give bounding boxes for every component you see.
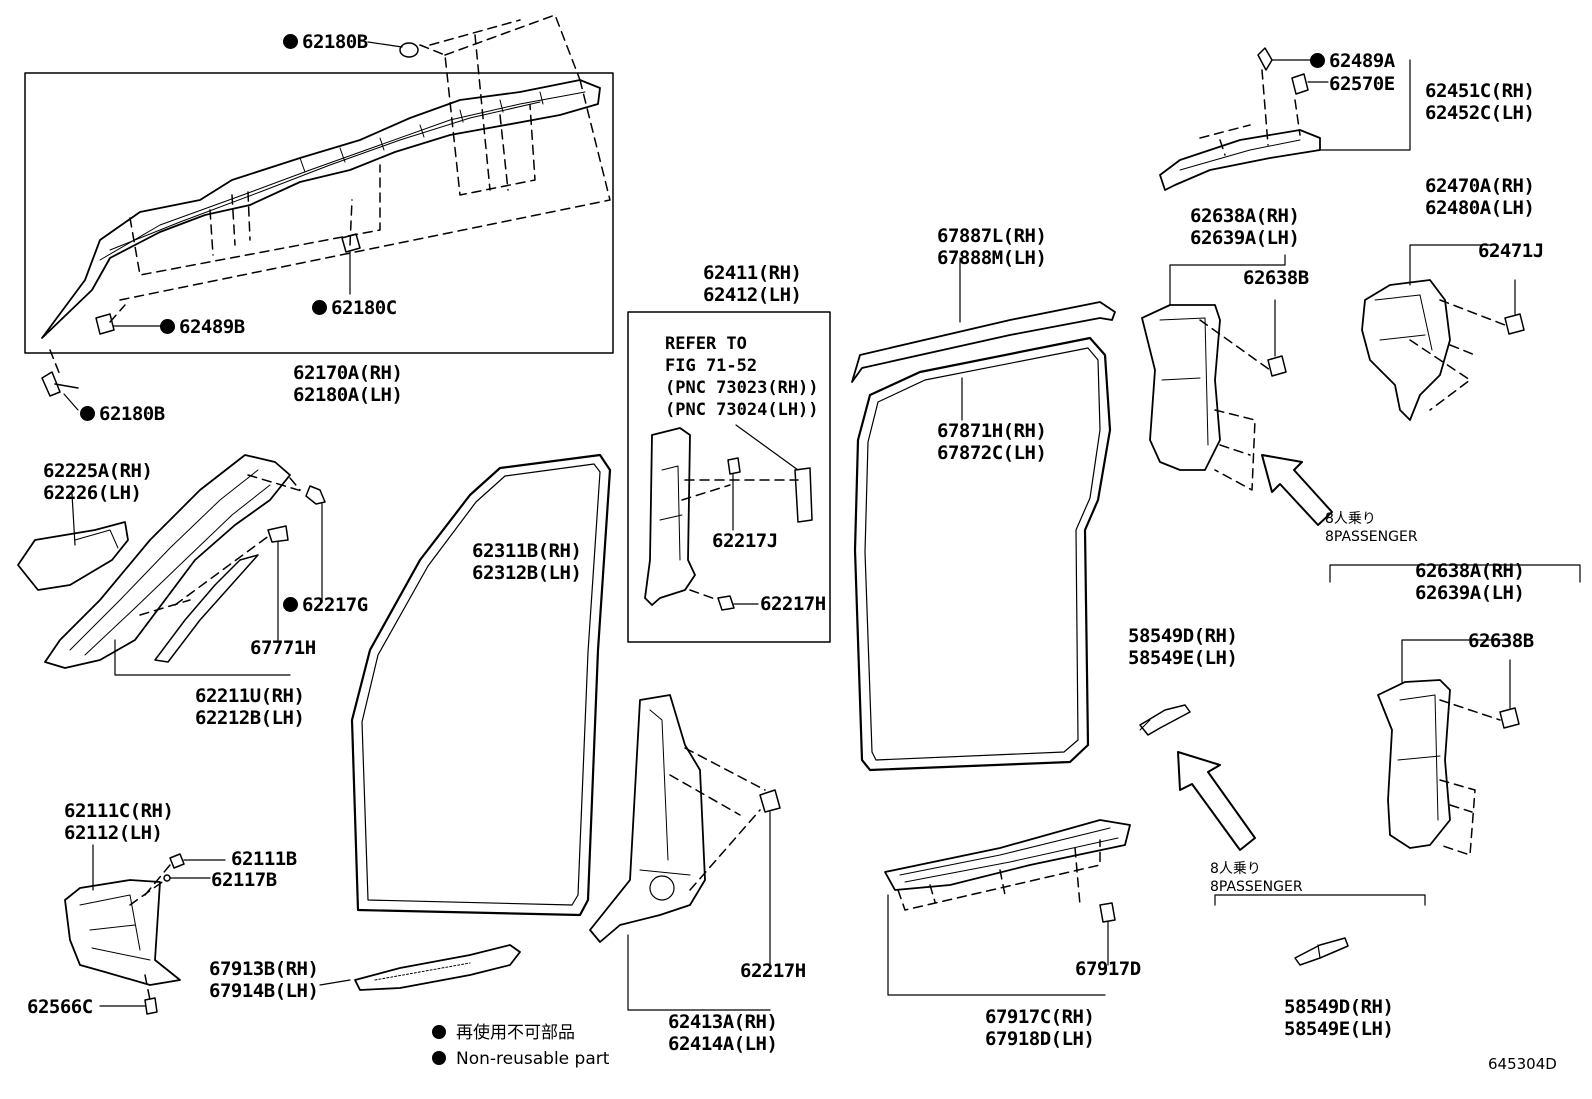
non-reusable-dot-icon [432, 1051, 446, 1065]
label-67771h: 67771H [250, 637, 316, 659]
label-62217h-top: 62217H [760, 593, 826, 615]
non-reusable-dot-icon [283, 34, 298, 49]
label-58549-bottom: 58549D(RH)58549E(LH) [1284, 996, 1394, 1040]
label-62471j: 62471J [1478, 240, 1544, 262]
rear-scuff-plate-group [884, 819, 1131, 996]
label-62489a: 62489A [1310, 50, 1395, 72]
label-62489b: 62489B [160, 316, 245, 338]
center-pillar-refer-group [627, 311, 831, 643]
label-62225: 62225A(RH)62226(LH) [43, 460, 153, 504]
label-62470: 62470A(RH)62480A(LH) [1425, 175, 1535, 219]
quarter-trim-upper-group [1159, 47, 1411, 191]
label-62638a-top: 62638A(RH)62639A(LH) [1190, 205, 1300, 249]
label-67871: 67871H(RH)67872C(LH) [937, 420, 1047, 464]
label-62180b-bottom: 62180B [80, 403, 165, 425]
label-67917d: 67917D [1075, 958, 1141, 980]
label-62451: 62451C(RH)62452C(LH) [1425, 80, 1535, 124]
legend-english: Non-reusable part [432, 1048, 609, 1070]
label-62413: 62413A(RH)62414A(LH) [668, 1011, 778, 1055]
label-62117b: 62117B [211, 869, 277, 891]
front-pillar-garnish-group [17, 454, 326, 676]
cowl-side-trim-group [64, 844, 226, 1015]
front-door-weatherstrip [350, 453, 612, 917]
non-reusable-dot-icon [432, 1025, 446, 1039]
label-62217j: 62217J [712, 530, 778, 552]
label-67913: 67913B(RH)67914B(LH) [209, 958, 319, 1002]
non-reusable-dot-icon [80, 406, 95, 421]
label-62217g: 62217G [283, 594, 368, 616]
label-58549-top: 58549D(RH)58549E(LH) [1128, 625, 1238, 669]
front-scuff-plate-group [319, 944, 521, 991]
label-67917c: 67917C(RH)67918D(LH) [985, 1006, 1095, 1050]
figure-id: 645304D [1488, 1055, 1557, 1073]
label-62111b: 62111B [231, 848, 297, 870]
non-reusable-dot-icon [283, 597, 298, 612]
label-62570e: 62570E [1329, 73, 1395, 95]
label-62638b-bottom: 62638B [1468, 630, 1534, 652]
label-62180c: 62180C [312, 297, 397, 319]
slide-door-weatherstrips [851, 257, 1116, 772]
quarter-pillar-upper-group [1141, 254, 1333, 526]
label-62211: 62211U(RH)62212B(LH) [195, 685, 305, 729]
rear-quarter-trim-group [1329, 244, 1581, 583]
label-67887: 67887L(RH)67888M(LH) [937, 225, 1047, 269]
non-reusable-dot-icon [1310, 53, 1325, 68]
label-62311: 62311B(RH)62312B(LH) [472, 540, 582, 584]
center-pillar-lower-garnish [589, 694, 781, 1011]
non-reusable-dot-icon [312, 300, 327, 315]
label-62180b-top: 62180B [283, 31, 368, 53]
label-62170: 62170A(RH)62180A(LH) [293, 362, 403, 406]
quarter-pillar-lower-group [1377, 639, 1520, 856]
step-bracket-group [1139, 704, 1426, 966]
label-62411: 62411(RH)62412(LH) [703, 262, 802, 306]
label-62566c: 62566C [27, 996, 93, 1018]
label-62638b-top: 62638B [1243, 267, 1309, 289]
label-62217h-bottom: 62217H [740, 960, 806, 982]
non-reusable-dot-icon [160, 319, 175, 334]
roof-side-garnish-group [24, 14, 614, 411]
legend-japanese: 再使用不可部品 [432, 1022, 575, 1044]
label-62638a-bottom: 62638A(RH)62639A(LH) [1415, 560, 1525, 604]
label-62111c: 62111C(RH)62112(LH) [64, 800, 174, 844]
